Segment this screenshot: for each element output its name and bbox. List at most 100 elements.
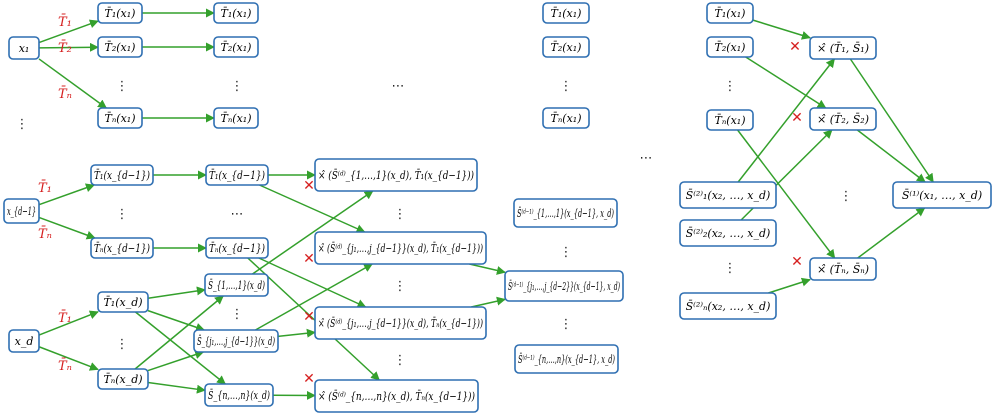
edge-label: T̄ₙ [58, 86, 72, 102]
ellipsis: ⋯ [231, 207, 244, 222]
node-box [314, 306, 487, 340]
node-label: S̄⁽²⁾ₙ(x₂, …, x_d) [686, 300, 771, 313]
node-box [706, 36, 754, 58]
node-S11: S̄_{1,…,1}(x_d) [204, 273, 269, 297]
node-label: T̄₂(x₁) [715, 41, 746, 54]
node-Sd1a: S̄⁽ᵈ⁻¹⁾_{1,…,1}(x_{d−1}, x_d) [513, 198, 618, 228]
edge-arrow [247, 257, 380, 381]
truncation-mark: ✕ [303, 251, 315, 267]
node-label: T̄₁(x₁) [105, 7, 136, 20]
node-box [542, 36, 590, 58]
node-label: x_d [15, 335, 34, 348]
node-box [809, 107, 877, 131]
node-label: T̄₁(x₁) [551, 7, 582, 20]
truncation-mark: ✕ [303, 371, 315, 387]
ellipsis: ⋮ [724, 261, 737, 276]
node-label: T̄₂(x₁) [105, 41, 136, 54]
node-P1: ⨯̂ (S̄⁽ᵈ⁾_{1,…,1}(x_d), T̄₁(x_{d−1})) [314, 158, 478, 192]
node-box [205, 237, 269, 259]
node-box [97, 368, 149, 390]
node-box [314, 379, 479, 413]
node-box [90, 164, 154, 186]
node-S1final: S̄⁽¹⁾(x₁, …, x_d) [892, 181, 992, 209]
node-Tnxd1b: T̄ₙ(x_{d−1}) [205, 237, 269, 259]
node-box [97, 107, 143, 129]
node-T1x1d: T̄₁(x₁) [706, 2, 754, 24]
node-Tnx1a: T̄ₙ(x₁) [97, 107, 143, 129]
edge-arrow [469, 263, 506, 275]
node-box [90, 237, 154, 259]
node-Tnxd: T̄ₙ(x_d) [97, 368, 149, 390]
node-label: ⨯̂ (S̄⁽ᵈ⁾_{j₁,…,j_{d−1}}(x_d), T̄₁(x_{d−… [318, 242, 483, 255]
edge-arrow [752, 19, 811, 40]
node-box [314, 231, 487, 265]
node-box [97, 36, 143, 58]
ellipsis: ⋮ [560, 245, 573, 260]
node-box [3, 198, 40, 224]
node-label: T̄ₙ(x₁) [715, 114, 746, 127]
node-label: T̄₁(x_{d−1}) [209, 169, 265, 182]
node-x1: x₁ [8, 36, 40, 60]
edge-arrow [856, 129, 926, 183]
node-label: ⨯̂ (T̄ₙ, S̄ₙ) [817, 263, 869, 276]
ellipsis: ⋮ [16, 117, 29, 132]
node-label: ⨯̂ (T̄₁, S̄₁) [817, 42, 869, 55]
node-T1xd: T̄₁(x_d) [97, 291, 149, 313]
node-label: T̄ₙ(x₁) [221, 112, 252, 125]
node-label: S̄⁽²⁾₂(x₂, …, x_d) [686, 227, 771, 240]
ellipsis: ⋮ [231, 79, 244, 94]
node-C1: ⨯̂ (T̄₁, S̄₁) [809, 36, 877, 60]
ellipsis: ⋮ [840, 189, 853, 204]
edge-arrow [147, 286, 206, 299]
edge-labels-layer: T̄₁T̄₂T̄ₙT̄₁T̄ₙT̄₁T̄ₙ✕✕✕✕✕✕✕⋮⋮⋯⋮⋮⋮⋯⋮⋮⋮⋮⋮… [16, 14, 853, 387]
edge-label: T̄ₙ [58, 358, 72, 374]
node-T2x1c: T̄₂(x₁) [542, 36, 590, 58]
truncation-mark: ✕ [791, 254, 803, 270]
ellipsis: ⋮ [116, 79, 129, 94]
ellipsis: ⋮ [116, 337, 129, 352]
node-box [213, 107, 259, 129]
node-box [809, 257, 877, 281]
node-box [204, 383, 274, 407]
edge-arrow [737, 58, 835, 183]
node-label: x_{d−1} [7, 205, 36, 218]
node-label: S̄_{n,…,n}(x_d) [208, 389, 270, 402]
edge-arrow [134, 295, 224, 370]
node-box [679, 181, 777, 209]
node-label: S̄⁽²⁾₁(x₂, …, x_d) [686, 189, 771, 202]
ellipsis: ⋯ [392, 79, 405, 94]
node-T1x1b: T̄₁(x₁) [213, 2, 259, 24]
ellipsis: ⋮ [724, 79, 737, 94]
node-box [504, 270, 624, 302]
ellipsis: ⋮ [231, 307, 244, 322]
edge-label: T̄₁ [38, 180, 52, 196]
node-label: S̄⁽¹⁾(x₁, …, x_d) [902, 189, 982, 202]
edge-label: T̄₁ [58, 310, 72, 326]
edge-arrow [849, 58, 934, 183]
node-P2: ⨯̂ (S̄⁽ᵈ⁾_{j₁,…,j_{d−1}}(x_d), T̄₁(x_{d−… [314, 231, 487, 265]
node-box [204, 273, 269, 297]
node-C2: ⨯̂ (T̄₂, S̄₂) [809, 107, 877, 131]
ellipsis: ⋮ [394, 353, 407, 368]
ellipsis: ⋮ [394, 207, 407, 222]
edge-arrow [252, 190, 374, 275]
node-Tnx1b: T̄ₙ(x₁) [213, 107, 259, 129]
node-label: T̄₁(x_d) [103, 296, 142, 309]
node-box [542, 107, 590, 129]
edge-arrow [147, 309, 205, 332]
edge-arrow [147, 381, 206, 394]
node-box [679, 292, 777, 320]
nodes-layer: x₁ T̄₁(x₁) T̄₂(x₁) T̄ₙ(x₁) T̄₁(x₁) T̄₂(x₁) T̄ₙ… [3, 2, 992, 413]
node-label: ⨯̂ (S̄⁽ᵈ⁾_{n,…,n}(x_d), T̄ₙ(x_{d−1})) [318, 390, 475, 403]
edge-arrow [38, 58, 108, 109]
node-label: S̄⁽ᵈ⁻¹⁾_{j₁,…,j_{d−2}}(x_{d−1}, x_d) [508, 280, 620, 293]
node-label: T̄ₙ(x_{d−1}) [94, 242, 150, 255]
node-box [213, 2, 259, 24]
node-Sd1j: S̄⁽ᵈ⁻¹⁾_{j₁,…,j_{d−2}}(x_{d−1}, x_d) [504, 270, 624, 302]
node-Snn: S̄_{n,…,n}(x_d) [204, 383, 274, 407]
ellipsis: ⋮ [560, 317, 573, 332]
node-label: x₁ [19, 42, 30, 55]
edge-arrow [38, 216, 96, 240]
node-box [706, 2, 754, 24]
